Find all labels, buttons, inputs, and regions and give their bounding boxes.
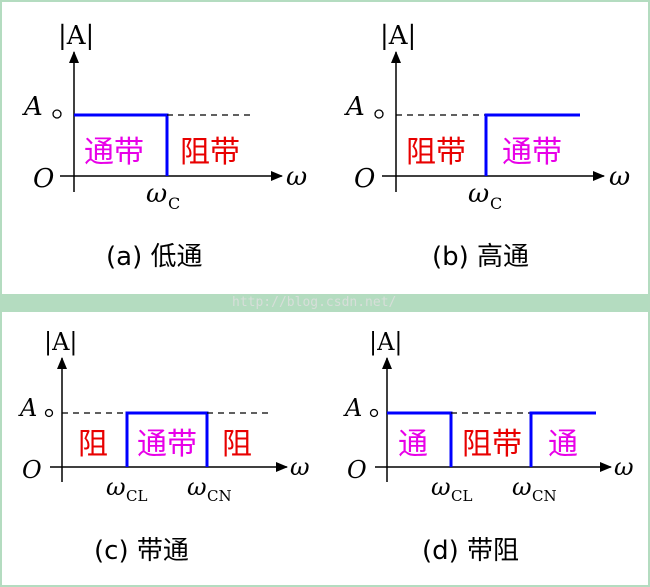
chart-highpass: |A| ω O A 阻带 通带 ω C (b) 高通 — [344, 21, 630, 272]
response-line-right — [529, 411, 596, 467]
y-axis-label: |A| — [369, 328, 403, 357]
origin-label: O — [22, 456, 42, 484]
caption: (d) 带阻 — [422, 536, 519, 566]
passband-label: 通带 — [502, 135, 562, 170]
stopband-left-label: 阻 — [78, 427, 108, 462]
stopband-label: 阻带 — [180, 135, 240, 170]
x-axis-label: ω — [609, 162, 630, 192]
x-axis-label: ω — [286, 162, 307, 192]
watermark: http://blog.csdn.net/ — [232, 295, 396, 310]
caption: (c) 带通 — [94, 536, 189, 566]
y-axis-label: |A| — [380, 21, 416, 51]
passband-label: 通带 — [137, 427, 197, 462]
amplitude-subscript-zero — [52, 109, 62, 119]
cutoff-high-subscript: CN — [532, 487, 557, 505]
cutoff-subscript: C — [168, 194, 180, 213]
top-panel — [2, 2, 648, 294]
amplitude-label: A — [22, 92, 43, 122]
caption: (b) 高通 — [432, 242, 529, 272]
amplitude-subscript-zero — [374, 109, 384, 119]
cutoff-low-omega: ω — [106, 473, 126, 501]
amplitude-subscript-zero — [369, 408, 379, 418]
cutoff-omega: ω — [146, 179, 167, 209]
x-axis-label: ω — [614, 453, 634, 481]
x-axis-label: ω — [290, 453, 310, 481]
y-axis-label: |A| — [44, 328, 78, 357]
stopband-right-label: 阻 — [222, 427, 252, 462]
stopband-label: 阻带 — [462, 427, 522, 462]
origin-label: O — [347, 456, 367, 484]
amplitude-label: A — [18, 394, 37, 422]
stopband-label: 阻带 — [406, 135, 466, 170]
cutoff-high-omega: ω — [512, 473, 532, 501]
cutoff-low-omega: ω — [431, 473, 451, 501]
cutoff-high-subscript: CN — [207, 487, 232, 505]
cutoff-omega: ω — [468, 179, 489, 209]
chart-bandstop: |A| ω O A 通 阻带 通 ω CL ω CN (d) 带阻 — [343, 328, 634, 566]
bottom-panel — [2, 312, 648, 585]
cutoff-subscript: C — [490, 194, 502, 213]
origin-label: O — [354, 164, 375, 194]
amplitude-label: A — [343, 394, 362, 422]
y-axis-label: |A| — [58, 21, 94, 51]
response-line — [125, 411, 209, 467]
chart-bandpass: |A| ω O A 阻 通带 阻 ω CL ω CN (c) 带通 — [18, 328, 310, 566]
passband-right-label: 通 — [548, 427, 578, 462]
cutoff-high-omega: ω — [187, 473, 207, 501]
passband-left-label: 通 — [398, 427, 428, 462]
cutoff-low-subscript: CL — [126, 487, 147, 505]
passband-label: 通带 — [84, 135, 144, 170]
caption: (a) 低通 — [106, 242, 203, 272]
chart-lowpass: |A| ω O A 通带 阻带 ω C (a) 低通 — [22, 21, 307, 272]
amplitude-label: A — [344, 92, 365, 122]
response-line — [484, 113, 580, 176]
origin-label: O — [33, 164, 54, 194]
amplitude-subscript-zero — [44, 408, 54, 418]
cutoff-low-subscript: CL — [451, 487, 472, 505]
